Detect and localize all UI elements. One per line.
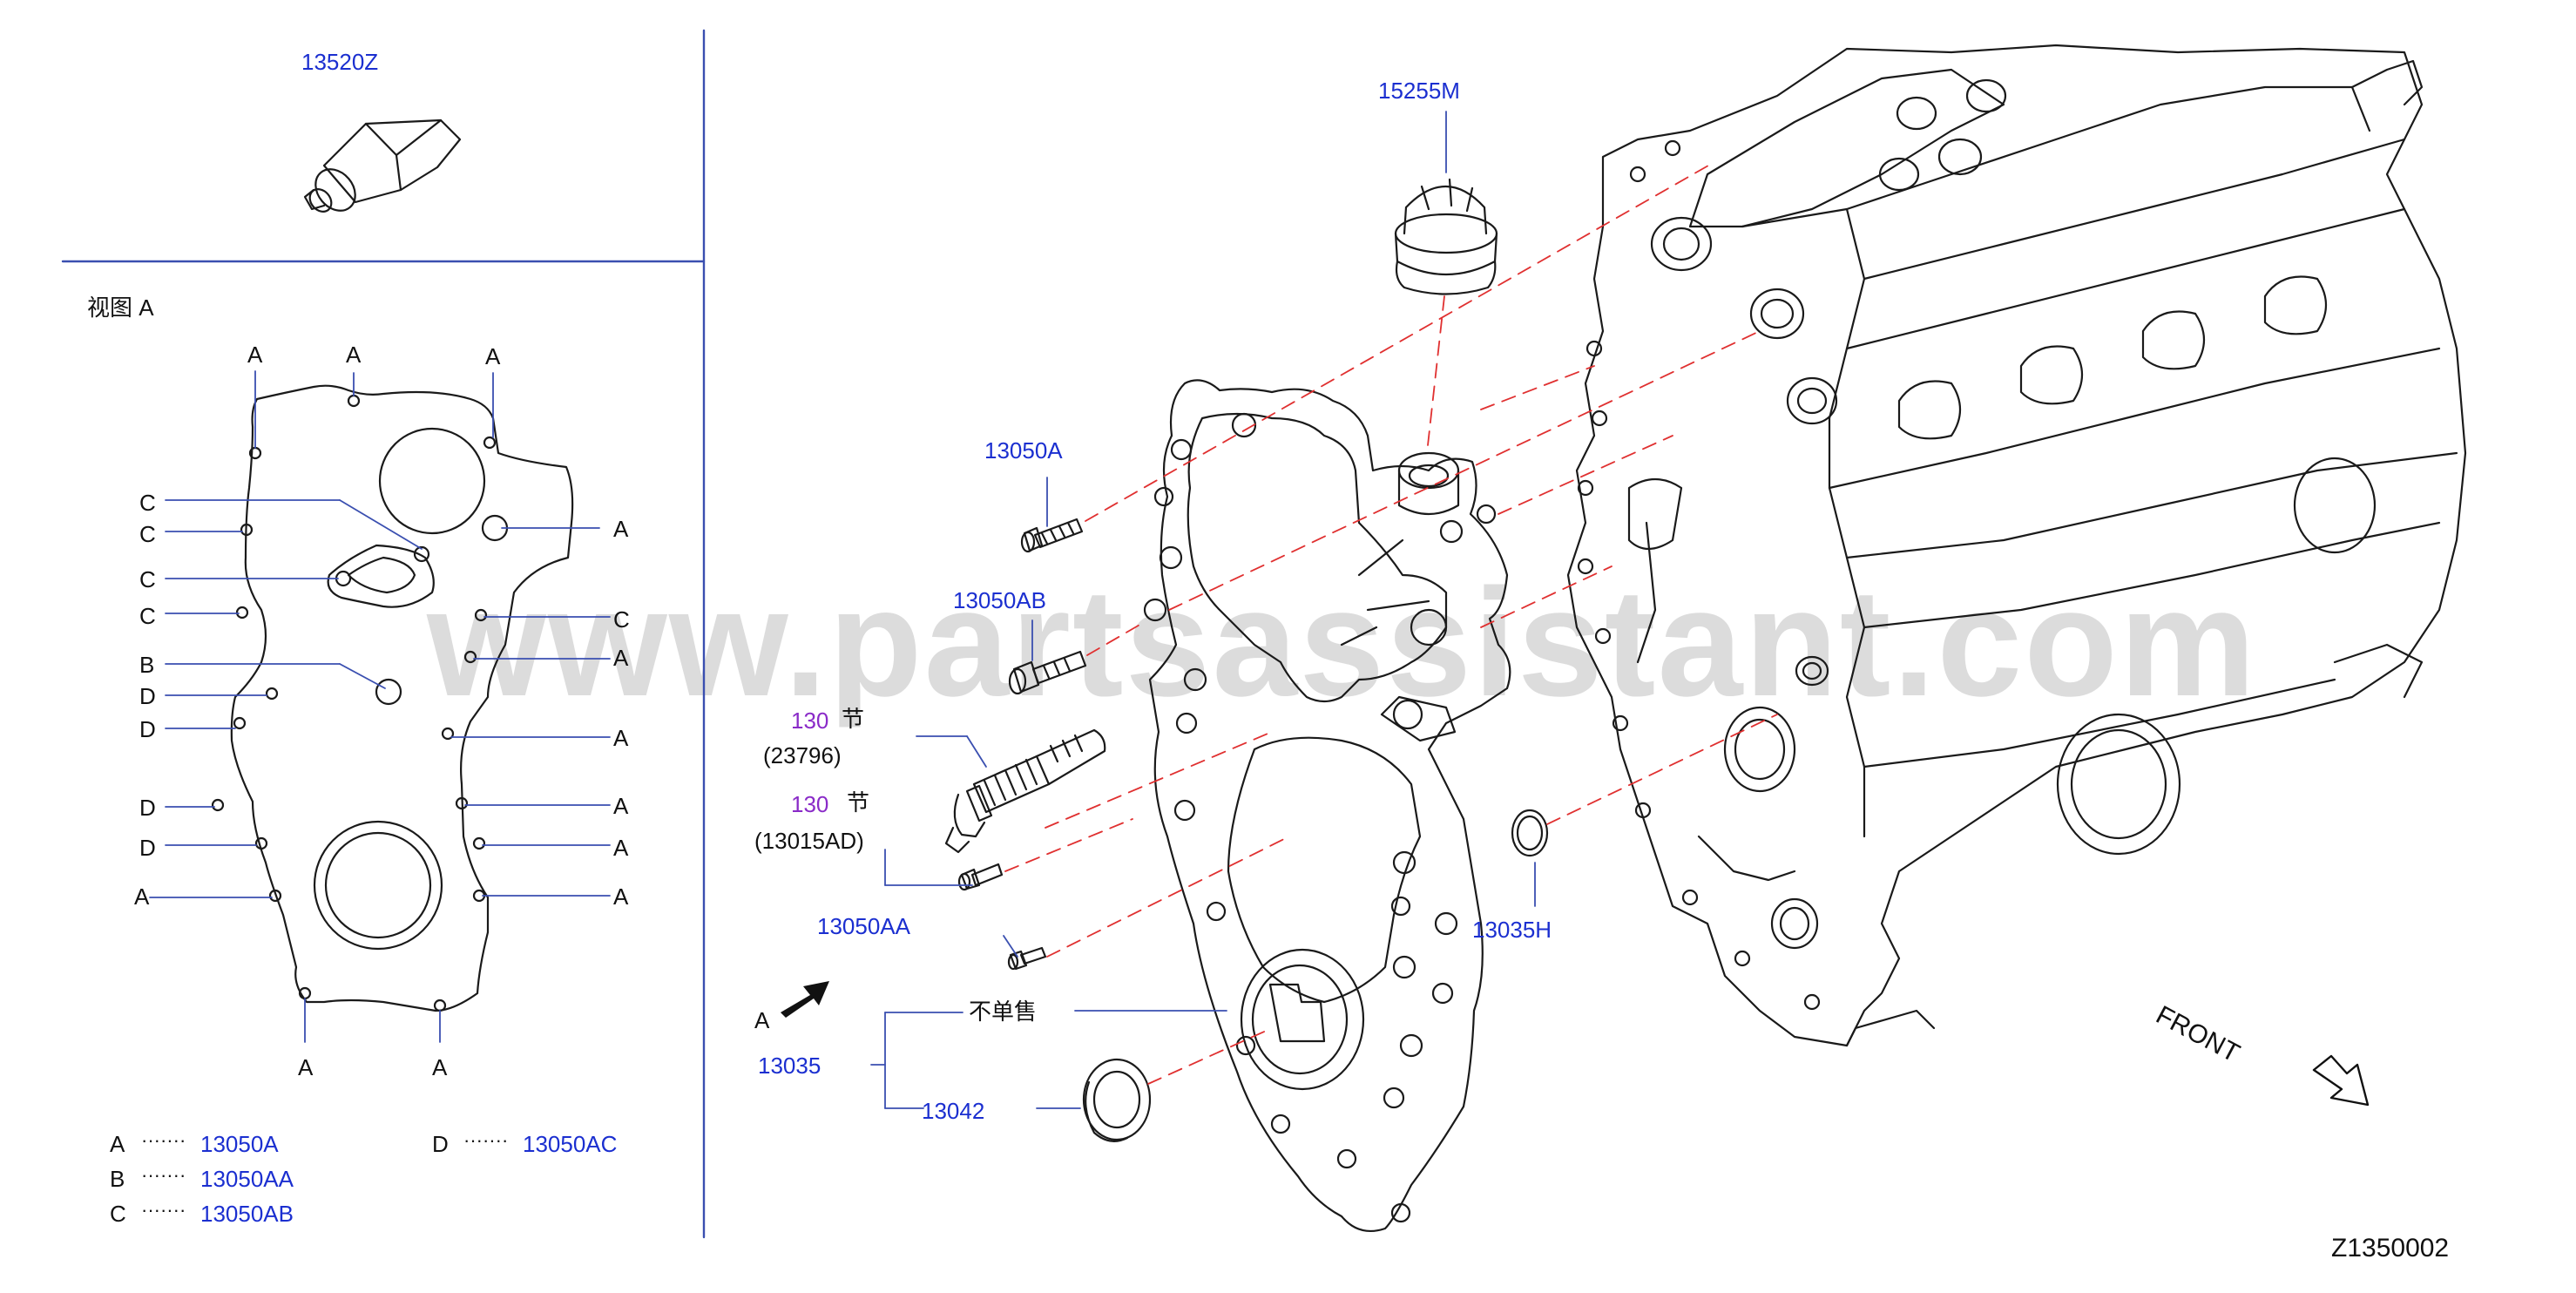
section-ref-prefix[interactable]: 130 (791, 707, 829, 734)
part-13050aa-label[interactable]: 13050AA (817, 913, 910, 939)
bolt-13050aa-drawing (1007, 946, 1047, 971)
view-a-marker: A (613, 793, 629, 819)
bolt-13050a-drawing (1020, 518, 1084, 553)
bolt-13050ab-drawing (1008, 650, 1087, 695)
view-a-title: 视图 A (87, 294, 154, 321)
legend-part-d[interactable]: 13050AC (523, 1131, 618, 1157)
legend-dots: ······· (463, 1129, 509, 1151)
bolt-13050ac-drawing (957, 863, 1004, 891)
view-arrow-label: A (754, 1007, 770, 1033)
view-a-marker: D (139, 795, 156, 821)
view-a-marker: A (613, 725, 629, 751)
view-a-leaders (149, 370, 611, 1043)
legend-dots: ······· (141, 1199, 186, 1221)
view-a-marker: C (139, 566, 156, 592)
label-leaders (870, 111, 1536, 1109)
view-a-marker: A (613, 835, 629, 861)
oil-seal-13042-drawing (1082, 1058, 1152, 1142)
view-a-cover-outline (211, 384, 574, 1012)
timing-cover-drawing (1143, 379, 1511, 1232)
view-a-marker: A (298, 1054, 314, 1080)
view-a-marker: A (247, 342, 263, 368)
view-a-marker: D (139, 683, 156, 709)
legend-dots: ······· (141, 1164, 186, 1186)
panel-dividers (61, 29, 706, 1239)
view-a-marker: A (346, 342, 362, 368)
view-a-arrow (781, 981, 829, 1018)
view-a-marker: A (432, 1054, 448, 1080)
view-a-marker: A (613, 516, 629, 542)
part-13042-label[interactable]: 13042 (922, 1098, 985, 1124)
part-13520z-label[interactable]: 13520Z (301, 49, 379, 75)
sealant-tube-drawing (303, 118, 462, 213)
section-ref-prefix-2[interactable]: 130 (791, 791, 829, 817)
part-13015ad-label: (13015AD) (754, 828, 864, 854)
part-13050ab-label[interactable]: 13050AB (953, 587, 1046, 613)
legend-key-c: C (110, 1201, 126, 1227)
section-ref-suffix-2: 节 (847, 789, 870, 816)
view-a-marker: D (139, 716, 156, 742)
not-sold-separately-label: 不单售 (969, 999, 1038, 1025)
oring-13035h-drawing (1511, 809, 1549, 857)
part-23796-number: 23796 (770, 742, 834, 768)
legend-part-c[interactable]: 13050AB (200, 1201, 294, 1227)
legend-part-b[interactable]: 13050AA (200, 1166, 294, 1192)
section-ref-suffix: 节 (842, 706, 865, 732)
legend-key-d: D (432, 1131, 449, 1157)
front-arrow (2312, 1054, 2370, 1107)
view-a-marker: C (139, 490, 156, 516)
part-13050a-label[interactable]: 13050A (984, 437, 1063, 464)
view-a-marker: A (134, 883, 150, 910)
engine-block-drawing (1566, 44, 2467, 1047)
part-13015ad-number: 13015AD (761, 828, 857, 854)
view-a-marker: C (139, 603, 156, 629)
oil-filler-cap-drawing (1394, 178, 1498, 295)
legend-key-b: B (110, 1166, 125, 1192)
alignment-lines (1004, 161, 1778, 1085)
legend-key-a: A (110, 1131, 125, 1157)
view-a-marker: B (139, 652, 155, 678)
part-13035h-label[interactable]: 13035H (1472, 917, 1552, 943)
view-a-marker: A (485, 343, 501, 369)
view-a-marker: A (613, 645, 629, 671)
view-a-marker: C (139, 521, 156, 547)
view-a-marker: A (613, 883, 629, 910)
legend-dots: ······· (141, 1129, 186, 1151)
part-13035-label[interactable]: 13035 (758, 1053, 821, 1079)
solenoid-23796-drawing (944, 728, 1106, 854)
view-a-marker: D (139, 835, 156, 861)
view-a-marker: C (613, 606, 630, 633)
watermark: www.partsassistant.com (427, 558, 2258, 728)
legend-part-a[interactable]: 13050A (200, 1131, 279, 1157)
part-15255m-label[interactable]: 15255M (1378, 78, 1460, 104)
part-23796-label: (23796) (763, 742, 842, 768)
diagram-id: Z1350002 (2331, 1234, 2450, 1263)
view-a-bolt-holes (211, 394, 497, 1012)
